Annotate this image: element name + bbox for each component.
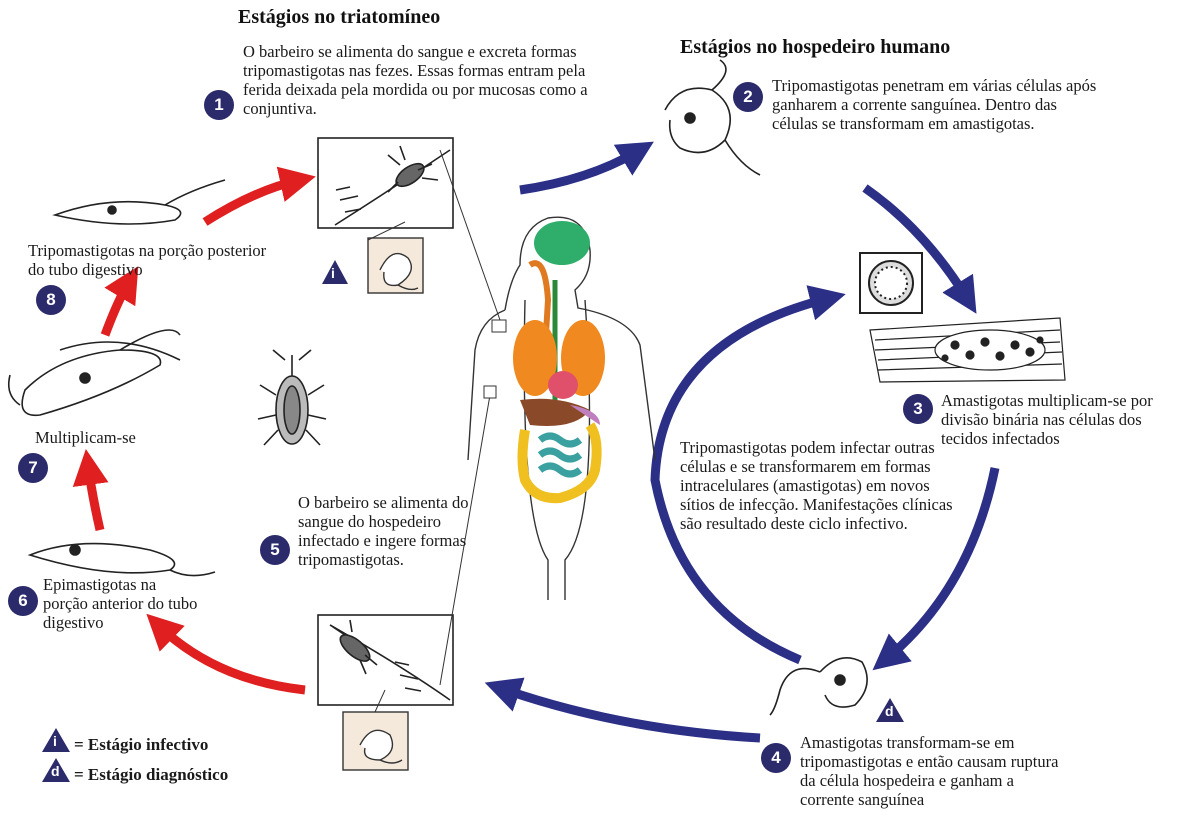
infective-marker-triangle xyxy=(322,260,348,284)
step-1-text: O barbeiro se alimenta do sangue e excre… xyxy=(243,42,588,118)
arrow-8-to-1 xyxy=(202,166,316,226)
step-3-badge: 3 xyxy=(903,394,933,424)
infected-tissue xyxy=(869,317,1066,383)
arrow-2-to-3 xyxy=(862,184,977,314)
step-5-badge: 5 xyxy=(260,535,290,565)
center-note: Tripomastigotas podem infectar outras cé… xyxy=(680,438,953,533)
trypomastigote-stage-8 xyxy=(52,179,226,225)
legend-diagnostic: = Estágio diagnóstico xyxy=(74,765,229,784)
step-2-badge: 2 xyxy=(733,82,763,112)
arrow-5-to-6 xyxy=(146,613,306,695)
legend-triangles xyxy=(42,728,70,782)
red-arrows xyxy=(72,166,316,695)
organs xyxy=(513,221,605,504)
arrow-3-to-4 xyxy=(872,467,1000,671)
amastigote-inset xyxy=(859,252,923,314)
trypomastigote-inset-bottom xyxy=(342,711,409,771)
epimastigote-stage-6 xyxy=(27,542,216,577)
arrow-1-to-2 xyxy=(519,141,654,195)
step-8-text: Tripomastigotas na porção posterior do t… xyxy=(28,241,267,279)
step-2-text: Tripomastigotas penetram em várias célul… xyxy=(772,76,1097,133)
trypomastigote-stage-4 xyxy=(769,656,868,716)
triatomine-bug xyxy=(257,349,327,446)
legend-diagnostic-letter: d xyxy=(51,763,60,779)
step-4-text: Amastigotas transformam-se em tripomasti… xyxy=(800,733,1059,809)
infective-marker-letter: i xyxy=(331,265,335,281)
step-6-text: Epimastigotas na porção anterior do tubo… xyxy=(43,575,198,632)
step-1-badge: 1 xyxy=(204,90,234,120)
triatomine-stages-heading: Estágios no triatomíneo xyxy=(238,6,441,28)
step-6-badge: 6 xyxy=(8,586,38,616)
step-7-text: Multiplicam-se xyxy=(35,428,136,447)
bug-bite-panel-bottom xyxy=(317,614,454,706)
human-stages-heading: Estágios no hospedeiro humano xyxy=(680,36,951,58)
trypomastigote-stage-2 xyxy=(664,59,761,176)
arrow-6-to-7 xyxy=(72,448,109,532)
legend-infective: = Estágio infectivo xyxy=(74,735,209,754)
epimastigote-stage-7 xyxy=(7,329,181,417)
bug-bite-panel-top xyxy=(317,137,454,229)
legend-infective-letter: i xyxy=(53,733,57,749)
step-8-badge: 8 xyxy=(36,285,66,315)
diagnostic-marker-letter: d xyxy=(885,703,894,719)
diagnostic-marker-triangle xyxy=(876,698,904,722)
step-5-text: O barbeiro se alimenta do sangue do hosp… xyxy=(298,493,469,569)
trypomastigote-inset-top xyxy=(367,237,424,294)
arrow-4-to-5 xyxy=(484,677,761,743)
step-4-badge: 4 xyxy=(761,743,791,773)
blue-arrows xyxy=(484,141,1000,743)
step-3-text: Amastigotas multiplicam-se por divisão b… xyxy=(941,391,1153,448)
step-7-badge: 7 xyxy=(18,453,48,483)
arrow-inner-cycle xyxy=(650,285,846,665)
arrow-7-to-8 xyxy=(100,266,139,337)
